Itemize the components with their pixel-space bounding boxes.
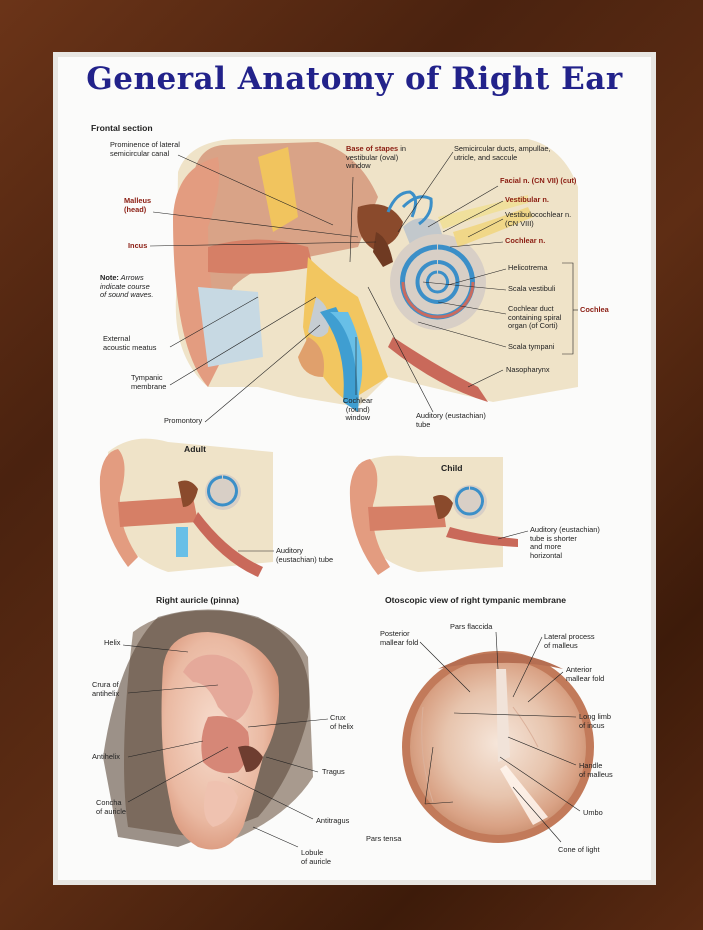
label-vestibular-nerve: Vestibular n.	[505, 195, 549, 204]
adult-heading: Adult	[184, 444, 206, 454]
auricle-heading: Right auricle (pinna)	[156, 595, 240, 605]
label-pars-tensa: Pars tensa	[366, 834, 402, 843]
leader-lines	[122, 151, 581, 848]
note-text: Arrows indicate course of sound waves.	[100, 273, 154, 300]
label-posterior-mallear-fold: Posterior mallear fold	[380, 629, 419, 647]
label-adult-auditory-tube: Auditory (eustachian) tube	[276, 546, 334, 564]
label-cochlear-window: Cochlear (round) window	[343, 396, 373, 423]
label-external-acoustic-meatus: External acoustic meatus	[103, 334, 157, 352]
label-malleus: Malleus (head)	[124, 196, 152, 214]
stapes-bold: Base of stapes	[346, 144, 399, 153]
label-cochlea: Cochlea	[580, 305, 609, 314]
label-tragus: Tragus	[322, 767, 345, 776]
label-facial-nerve: Facial n. (CN VII) (cut)	[500, 176, 577, 185]
note-bold: Note:	[100, 273, 119, 282]
child-ear-drawing	[349, 455, 518, 575]
anatomy-illustrations	[99, 139, 594, 850]
label-helicotrema: Helicotrema	[508, 263, 548, 272]
label-cone-of-light: Cone of light	[558, 845, 600, 854]
label-pars-flaccida: Pars flaccida	[450, 622, 493, 631]
poster: General Anatomy of Right Ear	[58, 57, 651, 880]
label-prominence: Prominence of lateral semicircular canal	[110, 140, 180, 158]
label-tympanic-membrane: Tympanic membrane	[131, 373, 167, 391]
label-lobule: Lobule of auricle	[301, 848, 331, 866]
label-note: Note: Arrows indicate course of sound wa…	[100, 273, 154, 300]
label-umbo: Umbo	[583, 808, 603, 817]
poster-title: General Anatomy of Right Ear	[86, 61, 623, 97]
label-semicircular-ducts: Semicircular ducts, ampullae, utricle, a…	[454, 144, 551, 162]
label-promontory: Promontory	[164, 416, 203, 425]
otoscopic-heading: Otoscopic view of right tympanic membran…	[385, 595, 566, 605]
label-antitragus: Antitragus	[316, 816, 350, 825]
auricle-drawing	[103, 609, 313, 850]
tympanic-membrane-drawing	[402, 651, 594, 843]
label-long-limb-of-incus: Long limb of incus	[579, 712, 612, 730]
label-cochlear-duct: Cochlear duct containing spiral organ (o…	[508, 304, 562, 331]
label-crura-of-antihelix: Crura of antihelix	[92, 680, 120, 698]
label-vestibulocochlear-nerve: Vestibulocochlear n. (CN VIII)	[505, 210, 572, 228]
label-lateral-process: Lateral process of malleus	[544, 632, 595, 650]
child-heading: Child	[441, 463, 463, 473]
label-scala-vestibuli: Scala vestibuli	[508, 284, 556, 293]
label-handle-of-malleus: Handle of malleus	[579, 761, 613, 779]
label-antihelix: Antihelix	[92, 752, 120, 761]
stapes-text: in vestibular (oval) window	[346, 144, 406, 171]
label-anterior-mallear-fold: Anterior mallear fold	[566, 665, 605, 683]
adult-ear-drawing	[99, 438, 273, 577]
label-scala-tympani: Scala tympani	[508, 342, 555, 351]
label-base-of-stapes: Base of stapes in vestibular (oval) wind…	[346, 144, 406, 171]
label-cochlear-nerve: Cochlear n.	[505, 236, 546, 245]
label-child-auditory-tube: Auditory (eustachian) tube is shorter an…	[530, 525, 600, 560]
label-concha: Concha of auricle	[96, 798, 126, 816]
label-incus: Incus	[128, 241, 148, 250]
label-helix: Helix	[104, 638, 121, 647]
label-crux-of-helix: Crux of helix	[330, 713, 354, 731]
frontal-section-heading: Frontal section	[91, 123, 153, 133]
label-auditory-tube: Auditory (eustachian) tube	[416, 411, 486, 429]
label-nasopharynx: Nasopharynx	[506, 365, 550, 374]
